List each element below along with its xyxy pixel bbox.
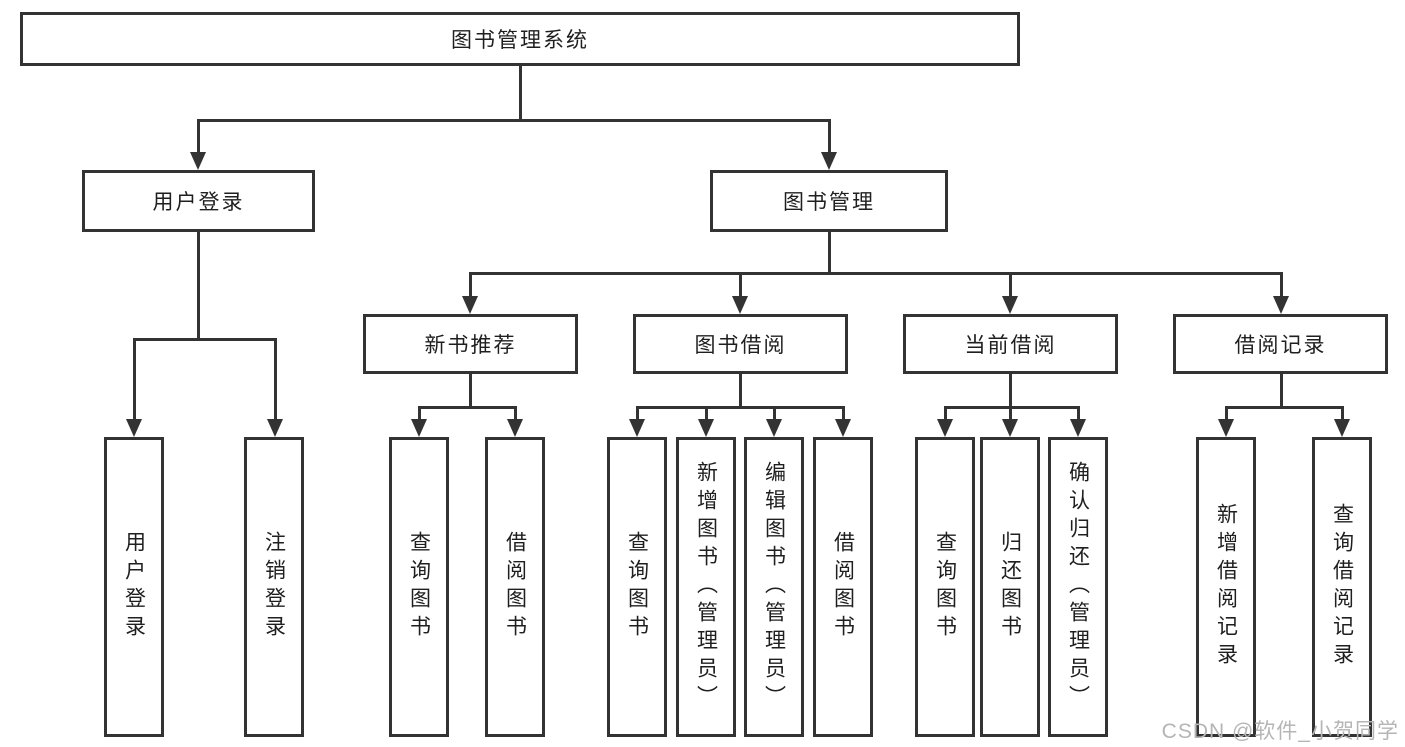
edge-new-book-stem	[469, 374, 472, 406]
edge-root-to-book-mgmt	[828, 119, 831, 155]
arrowhead-book-mgmt	[821, 152, 837, 170]
node-borrow-records: 借阅记录	[1173, 314, 1388, 374]
arrowhead-borrow-records	[1273, 296, 1289, 314]
leaf-user-login: 用户登录	[104, 437, 164, 737]
edge-to-leaf-logout	[274, 338, 277, 421]
leaf-query-books-2: 查询图书	[607, 437, 667, 737]
arrowhead-confirm-return	[1070, 419, 1086, 437]
edge-to-query-books-1	[418, 406, 421, 421]
leaf-query-books-3: 查询图书	[915, 437, 975, 737]
leaf-edit-book-admin: 编辑图书（管理员）	[744, 437, 804, 737]
edge-to-return-book	[1009, 406, 1012, 421]
leaf-borrow-books-1: 借阅图书	[485, 437, 545, 737]
edge-root-bus	[197, 119, 831, 122]
arrowhead-add-book	[698, 419, 714, 437]
edge-book-mgmt-stem	[828, 230, 831, 272]
arrowhead-query-books-3	[937, 419, 953, 437]
edge-to-add-book	[705, 406, 708, 421]
arrowhead-query-books-1	[411, 419, 427, 437]
edge-borrow-records-stem	[1280, 374, 1283, 406]
arrowhead-user-login	[190, 152, 206, 170]
leaf-return-book: 归还图书	[980, 437, 1040, 737]
edge-user-login-bus	[133, 338, 277, 341]
edge-to-add-record	[1225, 406, 1228, 421]
edge-book-borrow-bus	[636, 406, 845, 409]
node-book-borrow: 图书借阅	[633, 314, 848, 374]
edge-to-confirm-return	[1077, 406, 1080, 421]
arrowhead-query-record	[1334, 419, 1350, 437]
arrowhead-current-borrow	[1002, 296, 1018, 314]
edge-to-book-borrow	[739, 272, 742, 299]
node-current-borrow: 当前借阅	[903, 314, 1118, 374]
edge-to-borrow-books-2	[842, 406, 845, 421]
edge-to-borrow-books-1	[514, 406, 517, 421]
csdn-watermark: CSDN @软件_小贺同学	[1161, 720, 1399, 743]
edge-to-edit-book	[773, 406, 776, 421]
arrowhead-add-record	[1218, 419, 1234, 437]
edge-to-borrow-records	[1280, 272, 1283, 299]
arrowhead-query-books-2	[629, 419, 645, 437]
leaf-query-borrow-record: 查询借阅记录	[1312, 437, 1372, 737]
leaf-add-book-admin: 新增图书（管理员）	[676, 437, 736, 737]
leaf-query-books-1: 查询图书	[389, 437, 449, 737]
arrowhead-borrow-books-1	[507, 419, 523, 437]
edge-to-query-record	[1341, 406, 1344, 421]
arrowhead-borrow-books-2	[835, 419, 851, 437]
node-new-book-recommend: 新书推荐	[363, 314, 578, 374]
edge-to-query-books-2	[636, 406, 639, 421]
leaf-add-borrow-record: 新增借阅记录	[1196, 437, 1256, 737]
edge-root-to-user-login	[197, 119, 200, 155]
node-root: 图书管理系统	[20, 12, 1020, 66]
edge-book-borrow-stem	[739, 374, 742, 406]
edge-new-book-bus	[418, 406, 517, 409]
edge-to-new-book	[469, 272, 472, 299]
edge-current-borrow-stem	[1009, 374, 1012, 406]
arrowhead-new-book	[462, 296, 478, 314]
leaf-borrow-books-2: 借阅图书	[813, 437, 873, 737]
arrowhead-book-borrow	[732, 296, 748, 314]
leaf-logout: 注销登录	[244, 437, 304, 737]
arrowhead-return-book	[1002, 419, 1018, 437]
node-user-login: 用户登录	[82, 170, 315, 232]
edge-book-mgmt-bus	[469, 272, 1283, 275]
edge-user-login-stem	[197, 230, 200, 338]
node-book-management: 图书管理	[710, 170, 948, 232]
edge-root-stem	[519, 66, 522, 119]
edge-to-current-borrow	[1009, 272, 1012, 299]
arrowhead-edit-book	[766, 419, 782, 437]
leaf-confirm-return-admin: 确认归还（管理员）	[1048, 437, 1108, 737]
edge-to-query-books-3	[944, 406, 947, 421]
edge-current-borrow-bus	[944, 406, 1080, 409]
arrowhead-leaf-logout	[267, 419, 283, 437]
edge-to-leaf-user-login	[133, 338, 136, 421]
arrowhead-leaf-user-login	[126, 419, 142, 437]
edge-borrow-records-bus	[1225, 406, 1344, 409]
